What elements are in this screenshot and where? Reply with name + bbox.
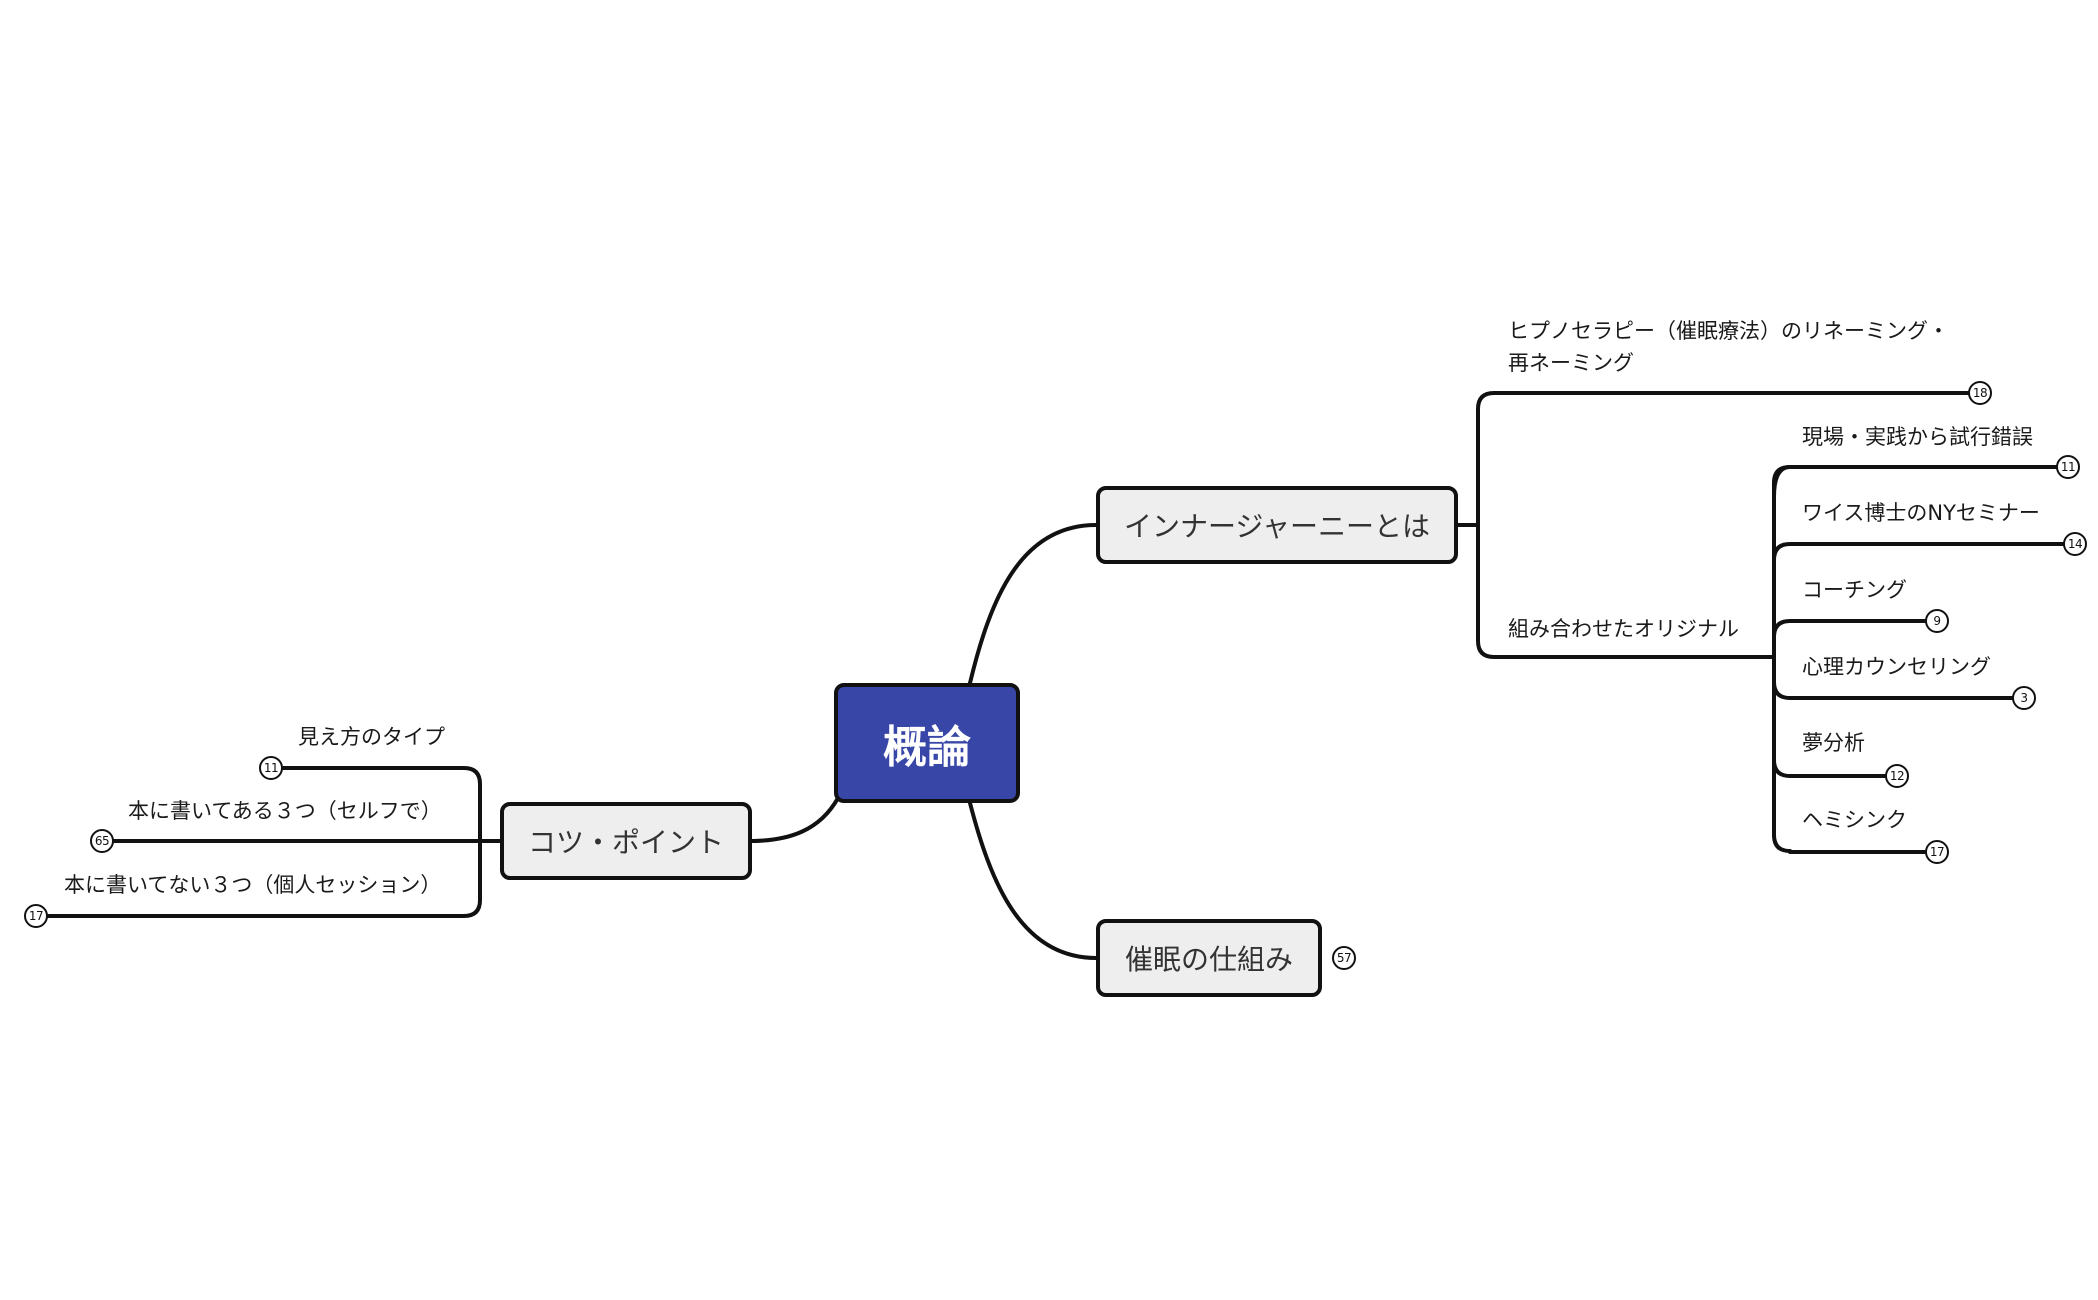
central-topic[interactable]: 概論 (834, 683, 1020, 803)
subtopic-not-in-book-three-label: 本に書いてない３つ（個人セッション） (64, 873, 442, 897)
underline-original-child-4 (1772, 680, 2026, 700)
subtopic-hemisync-label: ヘミシンク (1802, 808, 1907, 832)
underline-original-child-2 (1772, 542, 2077, 562)
subtopic-not-in-book-three[interactable]: 本に書いてない３つ（個人セッション） (64, 869, 441, 901)
subtopic-combined-original-label: 組み合わせたオリジナル (1508, 617, 1739, 641)
topic-tips-points[interactable]: コツ・ポイント (500, 802, 752, 880)
underline-original-child-5 (1772, 758, 1899, 778)
subtopic-psych-counseling-label: 心理カウンセリング (1802, 655, 1991, 679)
subtopic-psych-counseling[interactable]: 心理カウンセリング (1802, 651, 1991, 683)
subtopic-dream-analysis[interactable]: 夢分析 (1802, 727, 1865, 759)
underline-original-child-1 (1772, 465, 2070, 499)
connector-inner-journey-children (1456, 391, 1496, 659)
topic-inner-journey[interactable]: インナージャーニーとは (1096, 486, 1458, 564)
subtopic-coaching[interactable]: コーチング (1802, 574, 1907, 606)
connector-central-hypnosis (968, 801, 1098, 960)
count-badge-hypno[interactable]: 18 (1968, 381, 1992, 405)
subtopic-hemisync[interactable]: ヘミシンク (1802, 804, 1907, 836)
count-badge-dream-analysis[interactable]: 12 (1885, 764, 1909, 788)
subtopic-weiss-seminar-label: ワイス博士のNYセミナー (1802, 501, 2040, 525)
count-badge-coaching[interactable]: 9 (1925, 609, 1949, 633)
subtopic-weiss-seminar[interactable]: ワイス博士のNYセミナー (1802, 497, 2040, 529)
count-badge-psych-counseling[interactable]: 3 (2012, 686, 2036, 710)
subtopic-hypnotherapy-renaming-line2: 再ネーミング (1508, 351, 1634, 375)
subtopic-dream-analysis-label: 夢分析 (1802, 731, 1865, 755)
topic-inner-journey-label: インナージャーニーとは (1123, 510, 1431, 543)
connector-original-children (1772, 465, 1792, 853)
subtopic-field-practice[interactable]: 現場・実践から試行錯誤 (1802, 421, 2033, 453)
count-badge-weiss-seminar[interactable]: 14 (2063, 532, 2087, 556)
count-badge-field-practice[interactable]: 11 (2056, 455, 2080, 479)
count-badge-visual-types[interactable]: 11 (259, 756, 283, 780)
subtopic-visual-types[interactable]: 見え方のタイプ (298, 721, 445, 753)
topic-hypnosis-mechanism[interactable]: 催眠の仕組み (1096, 919, 1322, 997)
connector-central-inner-journey (968, 523, 1098, 685)
subtopic-coaching-label: コーチング (1802, 578, 1907, 602)
count-badge-hypnosis-mechanism[interactable]: 57 (1332, 946, 1356, 970)
topic-hypnosis-mechanism-label: 催眠の仕組み (1124, 943, 1293, 976)
count-badge-not-in-book-three[interactable]: 17 (24, 904, 48, 928)
underline-original-child-3 (1772, 619, 1939, 639)
subtopic-combined-original[interactable]: 組み合わせたオリジナル (1508, 613, 1739, 645)
central-topic-label: 概論 (883, 722, 971, 773)
subtopic-hypnotherapy-renaming[interactable]: ヒプノセラピー（催眠療法）のリネーミング・ 再ネーミング (1508, 315, 1949, 379)
subtopic-book-three-self-label: 本に書いてある３つ（セルフで） (128, 799, 442, 823)
subtopic-field-practice-label: 現場・実践から試行錯誤 (1802, 425, 2033, 449)
count-badge-hemisync[interactable]: 17 (1925, 840, 1949, 864)
subtopic-visual-types-label: 見え方のタイプ (298, 725, 445, 749)
topic-tips-points-label: コツ・ポイント (527, 826, 724, 859)
subtopic-hypnotherapy-renaming-line1: ヒプノセラピー（催眠療法）のリネーミング・ (1508, 319, 1949, 343)
connector-central-tips (748, 796, 840, 843)
count-badge-book-three-self[interactable]: 65 (90, 829, 114, 853)
subtopic-book-three-self[interactable]: 本に書いてある３つ（セルフで） (128, 795, 442, 827)
